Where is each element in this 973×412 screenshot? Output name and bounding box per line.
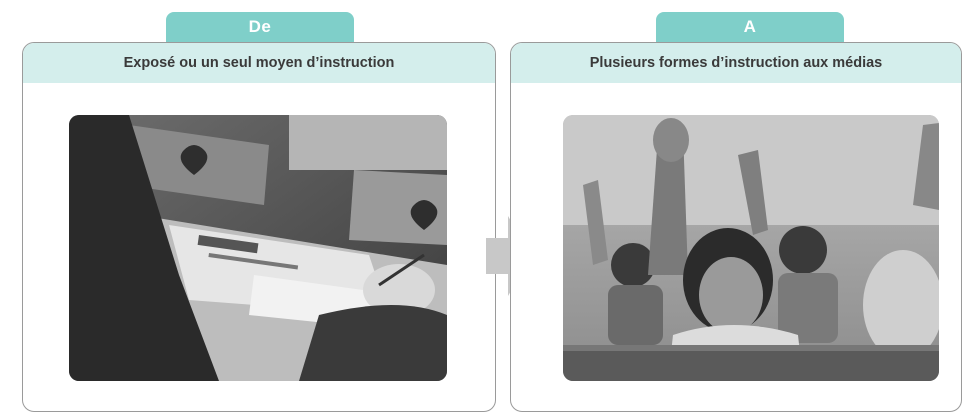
from-tab: De	[166, 12, 354, 42]
to-panel-title: Plusieurs formes d’instruction aux média…	[511, 43, 961, 83]
to-photo-children-raising-hands	[563, 115, 939, 381]
arrow-right-icon	[486, 216, 532, 296]
to-panel: Plusieurs formes d’instruction aux média…	[510, 42, 962, 412]
from-panel: Exposé ou un seul moyen d’instruction	[22, 42, 496, 412]
from-panel-title: Exposé ou un seul moyen d’instruction	[23, 43, 495, 83]
to-tab: A	[656, 12, 844, 42]
from-photo-student-writing	[69, 115, 447, 381]
